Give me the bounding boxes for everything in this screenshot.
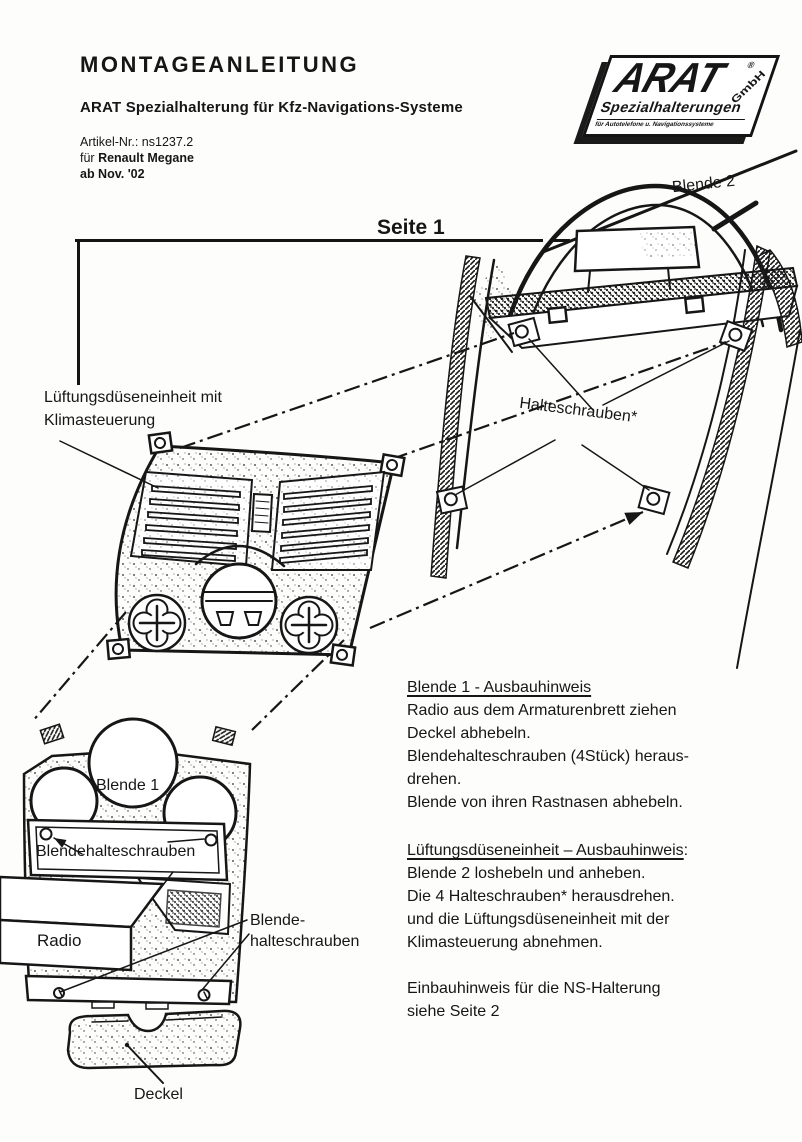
- logo-tagline: Spezialhalterungen: [598, 100, 744, 116]
- section-rule-horizontal-end: [550, 239, 570, 242]
- label-blendehalteschrauben: Blendehalteschrauben: [36, 843, 196, 860]
- blende2-arrow: [711, 200, 759, 232]
- article-vehicle: für Renault Megane: [80, 151, 194, 165]
- logo-registered-mark: ®: [745, 60, 757, 70]
- page-title: MONTAGEANLEITUNG: [80, 52, 360, 77]
- instructions-blende1-heading: Blende 1 - Ausbauhinweis: [407, 679, 592, 696]
- drawing-blende1: [0, 717, 252, 1010]
- projection-lines: [31, 331, 727, 731]
- logo-brand-text: ARAT: [609, 54, 730, 101]
- label-blende1: Blende 1: [96, 777, 160, 794]
- page-subtitle: ARAT Spezialhalterung für Kfz-Navigation…: [80, 99, 463, 116]
- screw-upper-left: [507, 316, 541, 348]
- drawing-vent-unit: [59, 431, 406, 667]
- article-info: Artikel-Nr.: ns1237.2 für Renault Megane…: [80, 134, 194, 182]
- screw-lower-right: [637, 484, 671, 516]
- label-deckel: Deckel: [134, 1086, 183, 1103]
- section-rule-horizontal: [75, 239, 543, 242]
- vehicle-name: Renault Megane: [98, 151, 194, 165]
- label-lueftungsduseneinheit: Lüftungsdüseneinheit mit Klimasteuerung: [44, 389, 222, 429]
- drawing-console-frame: [430, 244, 801, 669]
- instructions-blende1: Blende 1 - Ausbauhinweis Radio aus dem A…: [407, 676, 767, 814]
- instructions-lueftung-heading: Lüftungsdüseneinheit – Ausbauhinweis:: [407, 842, 689, 859]
- section-rule-vertical: [77, 239, 80, 385]
- article-date: ab Nov. '02: [80, 167, 145, 181]
- section-heading: Seite 1: [377, 216, 445, 239]
- instructions-lueftungsduseneinheit: Lüftungsdüseneinheit – Ausbauhinweis: Bl…: [407, 839, 767, 954]
- label-blende-halteschrauben: Blende- halteschrauben: [250, 912, 360, 950]
- label-radio: Radio: [37, 931, 82, 950]
- arat-logo: ARAT ® GmbH Spezialhalterungen für Autot…: [581, 54, 781, 137]
- drawing-deckel: [66, 1009, 242, 1084]
- article-number: Artikel-Nr.: ns1237.2: [80, 135, 194, 149]
- logo-subtagline: für Autotelefone u. Navigationssysteme: [593, 119, 746, 128]
- instructions-einbauhinweis: Einbauhinweis für die NS-Halterung siehe…: [407, 980, 661, 1020]
- screw-upper-right: [718, 319, 754, 353]
